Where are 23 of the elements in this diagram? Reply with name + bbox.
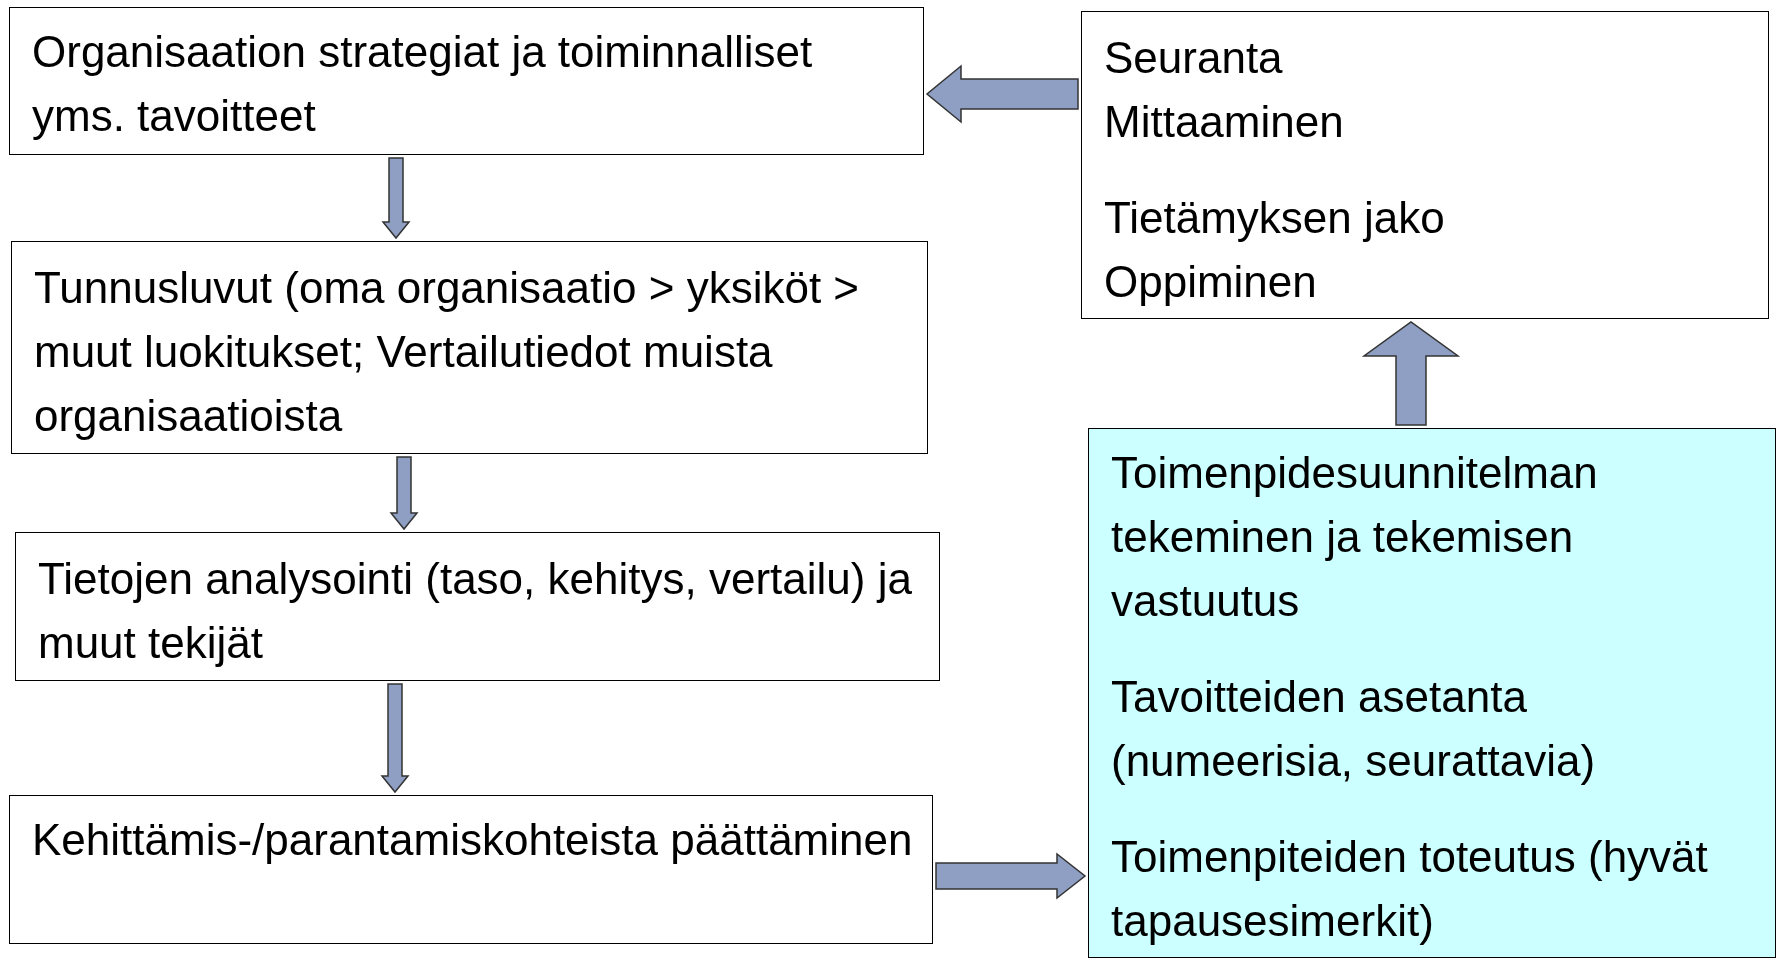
node-text: Tietämyksen jako xyxy=(1104,192,1446,244)
node-text: Kehittämis-/parantamiskohteista päättäminen xyxy=(32,814,914,866)
node-text: Seuranta xyxy=(1104,32,1284,84)
block-arrow xyxy=(389,456,419,531)
process-box xyxy=(11,241,928,454)
node-text: Oppiminen xyxy=(1104,256,1318,308)
block-arrow xyxy=(935,852,1087,900)
block-arrow xyxy=(925,64,1079,124)
process-box xyxy=(9,7,924,155)
block-arrow xyxy=(1361,321,1461,426)
node-text: Toimenpidesuunnitelman tekeminen ja tekemisen vastuutus xyxy=(1111,447,1599,627)
process-box xyxy=(9,795,933,944)
node-text: Tietojen analysointi (taso, kehitys, vertailu) ja muut tekijät xyxy=(38,553,913,669)
process-box xyxy=(1081,11,1769,319)
node-text: Toimenpiteiden toteutus (hyvät tapausesimerkit) xyxy=(1111,831,1709,947)
node-text: Mittaaminen xyxy=(1104,96,1345,148)
node-text: Tunnusluvut (oma organisaatio > yksiköt > muut luokitukset; Vertailutiedot muista organisaatioista xyxy=(34,262,861,442)
node-text: Organisaation strategiat ja toiminnalliset yms. tavoitteet xyxy=(32,26,814,142)
process-box xyxy=(15,532,940,681)
process-box xyxy=(1088,428,1776,958)
block-arrow xyxy=(381,157,411,240)
node-text: Tavoitteiden asetanta (numeerisia, seurattavia) xyxy=(1111,671,1597,787)
block-arrow xyxy=(380,683,410,794)
